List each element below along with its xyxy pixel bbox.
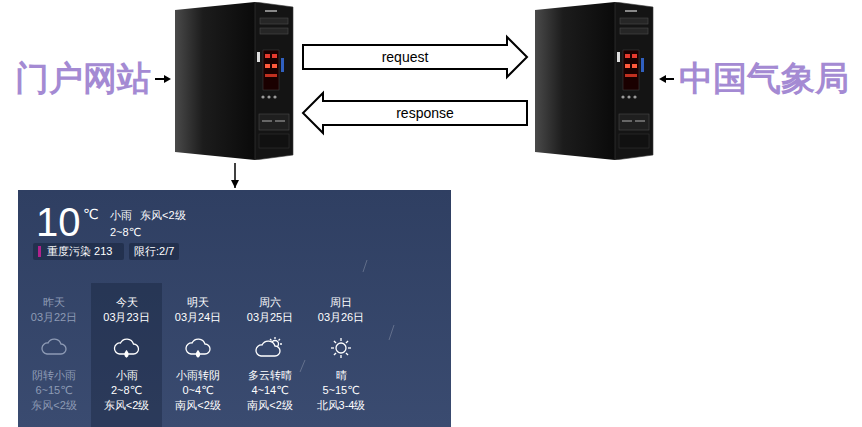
forecast-column: 今天 03月23日小雨 2~8℃ 东风<2级: [91, 283, 162, 427]
forecast-text: 03月24日: [175, 311, 221, 324]
weather-icons: [18, 190, 451, 427]
edge-label: response: [394, 105, 456, 122]
badge-text: 重度污染 213: [47, 245, 112, 258]
forecast-text: 今天: [116, 296, 138, 309]
forecast-text: 周六: [259, 296, 281, 309]
wind-level: 东风<2级: [140, 209, 186, 222]
forecast-text: 5~15℃: [322, 384, 359, 397]
computer: [175, 2, 293, 160]
pointer-arrow: [155, 78, 165, 80]
weather-panel: 10℃小雨东风<2级2~8℃重度污染 213限行:2/7 今天03月23日小雨2…: [18, 190, 451, 427]
server-computer: 中国气象局: [535, 2, 655, 160]
block-arrow: [303, 93, 527, 133]
temperature-range: 2~8℃: [110, 226, 141, 239]
forecast-text: 东风<2级: [104, 399, 150, 412]
rain-icon: [186, 339, 210, 357]
computer: [535, 2, 653, 160]
forecast-text: 东风<2级: [31, 399, 77, 412]
forecast-text: 昨天: [43, 296, 65, 309]
forecast-text: 03月22日: [31, 311, 77, 324]
rain-icon: [114, 339, 138, 357]
edge-label: request: [380, 49, 431, 66]
temperature-unit: ℃: [83, 206, 99, 223]
restriction-badge: 限行:2/7: [129, 243, 179, 260]
flow-arrow: [234, 163, 236, 188]
pointer-arrow: [665, 78, 674, 80]
forecast-text: 03月25日: [247, 311, 293, 324]
partly-cloudy-icon: [256, 337, 282, 356]
temperature-value: 10: [36, 202, 81, 242]
forecast-text: 小雨: [116, 369, 138, 382]
forecast-text: 晴: [336, 369, 347, 382]
forecast-text: 4~14℃: [251, 384, 288, 397]
badge-text: 限行:2/7: [134, 245, 174, 258]
sun-icon: [331, 338, 351, 358]
block-arrow: [303, 37, 527, 77]
pointer-arrow: [164, 75, 171, 83]
forecast-text: 6~15℃: [35, 384, 72, 397]
pollution-badge: 重度污染 213: [33, 243, 124, 260]
forecast-text: 南风<2级: [247, 399, 293, 412]
forecast-text: 阴转小雨: [32, 369, 76, 382]
cloud-icon: [42, 339, 66, 354]
forecast-text: 小雨转阴: [176, 369, 220, 382]
pointer-arrow: [659, 75, 666, 83]
forecast-text: 2~8℃: [111, 384, 142, 397]
forecast-text: 北风3-4级: [317, 399, 366, 412]
server-computer: 门户网站: [175, 2, 295, 160]
forecast-text: 明天: [187, 296, 209, 309]
forecast-text: 0~4℃: [182, 384, 213, 397]
forecast-text: 03月26日: [318, 311, 364, 324]
forecast-text: 03月23日: [103, 311, 149, 324]
node-label: 中国气象局: [679, 58, 849, 99]
forecast-text: 周日: [330, 296, 352, 309]
node-label: 门户网站: [15, 58, 151, 99]
weather-condition: 小雨: [110, 209, 132, 222]
forecast-text: 多云转晴: [248, 369, 292, 382]
forecast-text: 南风<2级: [175, 399, 221, 412]
